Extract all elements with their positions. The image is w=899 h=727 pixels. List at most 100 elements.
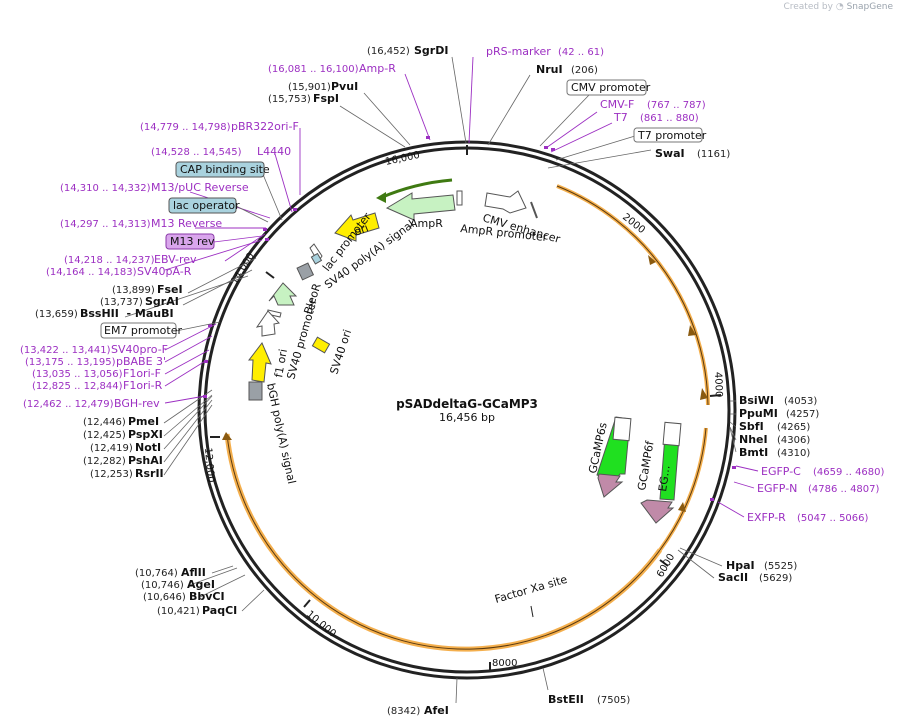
primer-name-f1ori-f[interactable]: F1ori-F: [123, 367, 161, 380]
ampr-promoter-mark[interactable]: [456, 190, 463, 206]
site-name-afei[interactable]: AfeI: [424, 704, 449, 717]
orf-arc-right-line: [556, 185, 709, 406]
tick-label-4000: 4000: [712, 372, 724, 398]
primer-name-cmv-f[interactable]: CMV-F: [600, 98, 634, 111]
t7-promoter-box[interactable]: [633, 127, 703, 143]
ruler-ticks: [210, 145, 722, 672]
primer-name-sv40pro-f[interactable]: SV40pro-F: [111, 343, 168, 356]
primer-name-prs-marker[interactable]: pRS-marker: [486, 45, 551, 58]
gcamp6f-tail[interactable]: [640, 499, 675, 524]
primer-name-egfp-c[interactable]: EGFP-C: [761, 465, 801, 478]
site-name-fsei[interactable]: FseI: [157, 283, 183, 296]
sv40-ori-block[interactable]: [311, 336, 331, 354]
site-name-nrui[interactable]: NruI: [536, 63, 563, 76]
primer-pos-f1ori-f: (13,035 .. 13,056): [32, 369, 123, 380]
primer-name-bgh-rev[interactable]: BGH-rev: [114, 397, 160, 410]
primer-pos-m13-reverse: (14,297 .. 14,313): [60, 219, 151, 230]
orf-arrowhead-2: [688, 325, 696, 336]
primer-pos-pbr322ori-f: (14,779 .. 14,798): [140, 122, 231, 133]
cap-site-mark[interactable]: [310, 252, 323, 265]
site-name-sgrai[interactable]: SgrAI: [145, 295, 179, 308]
site-name-pvui[interactable]: PvuI: [331, 80, 358, 93]
primer-pos-cmv-f: (767 .. 787): [647, 100, 706, 111]
credit-prefix: Created by: [783, 2, 833, 12]
primer-pos-egfp-c: (4659 .. 4680): [813, 467, 885, 478]
primer-pos-pbabe3: (13,175 .. 13,195): [25, 357, 116, 368]
site-pos-bsshii: (13,659): [35, 309, 78, 320]
orf-arrowhead-1: [648, 255, 656, 265]
site-name-pspxi[interactable]: PspXI: [128, 428, 163, 441]
site-name-pmei[interactable]: PmeI: [128, 415, 159, 428]
sv40-promoter-arrow[interactable]: [255, 310, 280, 337]
primer-name-pbabe3[interactable]: pBABE 3': [116, 355, 166, 368]
primer-pos-amp-r: (16,081 .. 16,100): [268, 64, 359, 75]
site-name-sacii[interactable]: SacII: [718, 571, 748, 584]
site-name-rsrii[interactable]: RsrII: [135, 467, 164, 480]
site-name-noti[interactable]: NotI: [135, 441, 161, 454]
primer-name-sv40pa-r[interactable]: SV40pA-R: [137, 265, 192, 278]
f1-ori-arrow[interactable]: [247, 342, 272, 383]
cap-binding-site-label: CAP binding site: [180, 163, 270, 176]
ori-arrow[interactable]: [334, 212, 380, 242]
sv40-polya-block[interactable]: [296, 262, 315, 281]
site-name-bsteii[interactable]: BstEII: [548, 693, 584, 706]
site-name-bsiwi[interactable]: BsiWI: [739, 394, 774, 407]
site-pos-fspi: (15,753): [268, 94, 311, 105]
site-name-paqci[interactable]: PaqCI: [202, 604, 237, 617]
gcamp6s-tail[interactable]: [597, 473, 624, 498]
primer-name-amp-r[interactable]: Amp-R: [359, 62, 396, 75]
primer-name-egfp-n[interactable]: EGFP-N: [757, 482, 797, 495]
factor-xa-mark: [530, 605, 534, 618]
site-pos-fsei: (13,899): [112, 285, 155, 296]
sv40-ori-label: SV40 ori: [327, 328, 354, 376]
site-name-hpai[interactable]: HpaI: [726, 559, 755, 572]
site-name-fspi[interactable]: FspI: [313, 92, 339, 105]
site-name-sbfi[interactable]: SbfI: [739, 420, 764, 433]
primer-name-pbr322ori-f[interactable]: pBR322ori-F: [231, 120, 299, 133]
site-pos-bbvci: (10,646): [143, 592, 186, 603]
primer-name-m13-reverse[interactable]: M13 Reverse: [151, 217, 222, 230]
f1-ori-label: f1 ori: [272, 348, 290, 379]
restriction-sites: (16,452) SgrDI NruI (206) SwaI (1161) (1…: [35, 44, 819, 717]
primer-pos-egfp-n: (4786 .. 4807): [808, 484, 880, 495]
cmv-enhancer-arrow[interactable]: [484, 190, 527, 214]
site-name-sgrdi[interactable]: SgrDI: [414, 44, 448, 57]
t7-promoter-label: T7 promoter: [637, 129, 707, 142]
site-name-agei[interactable]: AgeI: [187, 578, 215, 591]
primer-name-l4440[interactable]: L4440: [257, 145, 291, 158]
site-name-bsshii[interactable]: BssHII - MauBI: [80, 307, 174, 320]
site-pos-afei: (8342): [387, 706, 420, 717]
cmv-promoter-box[interactable]: [566, 79, 647, 96]
primer-name-ebv-rev[interactable]: EBV-rev: [154, 253, 197, 266]
bgh-polya-block[interactable]: [248, 381, 263, 401]
orf-arrowhead-3: [700, 388, 708, 400]
site-pos-sacii: (5629): [759, 573, 792, 584]
site-name-bmti[interactable]: BmtI: [739, 446, 768, 459]
m13-rev-box[interactable]: [165, 233, 215, 250]
primer-name-exfp-r[interactable]: EXFP-R: [747, 511, 786, 524]
primer-pos-sv40pa-r: (14,164 .. 14,183): [46, 267, 137, 278]
bleor-arrow[interactable]: [268, 282, 298, 306]
primer-name-f1ori-r[interactable]: F1ori-R: [123, 379, 163, 392]
primer-pos-t7: (861 .. 880): [640, 113, 699, 124]
primer-pos-sv40pro-f: (13,422 .. 13,441): [20, 345, 111, 356]
site-name-pshai[interactable]: PshAI: [128, 454, 163, 467]
site-pos-rsrii: (12,253): [90, 469, 133, 480]
site-name-aflii[interactable]: AflII: [181, 566, 206, 579]
site-name-swai[interactable]: SwaI: [655, 147, 685, 160]
site-pos-bmti: (4310): [777, 448, 810, 459]
primer-name-m13-puc-reverse[interactable]: M13/pUC Reverse: [151, 181, 249, 194]
primer-name-t7[interactable]: T7: [613, 111, 628, 124]
plasmid-length: 16,456 bp: [439, 411, 495, 424]
cap-binding-site-box[interactable]: [175, 161, 265, 178]
site-name-ppumi[interactable]: PpuMI: [739, 407, 778, 420]
orf-arrowhead-5: [222, 432, 232, 440]
snapgene-credit: Created by ◔ SnapGene: [783, 2, 893, 12]
ampr-arrow[interactable]: [385, 192, 456, 221]
lac-operator-box[interactable]: [168, 197, 237, 214]
em7-promoter-box[interactable]: [100, 322, 177, 339]
site-name-bbvci[interactable]: BbvCI: [189, 590, 225, 603]
site-name-nhei[interactable]: NheI: [739, 433, 768, 446]
site-pos-pvui: (15,901): [288, 82, 331, 93]
orf-arrowhead-4: [678, 502, 686, 512]
